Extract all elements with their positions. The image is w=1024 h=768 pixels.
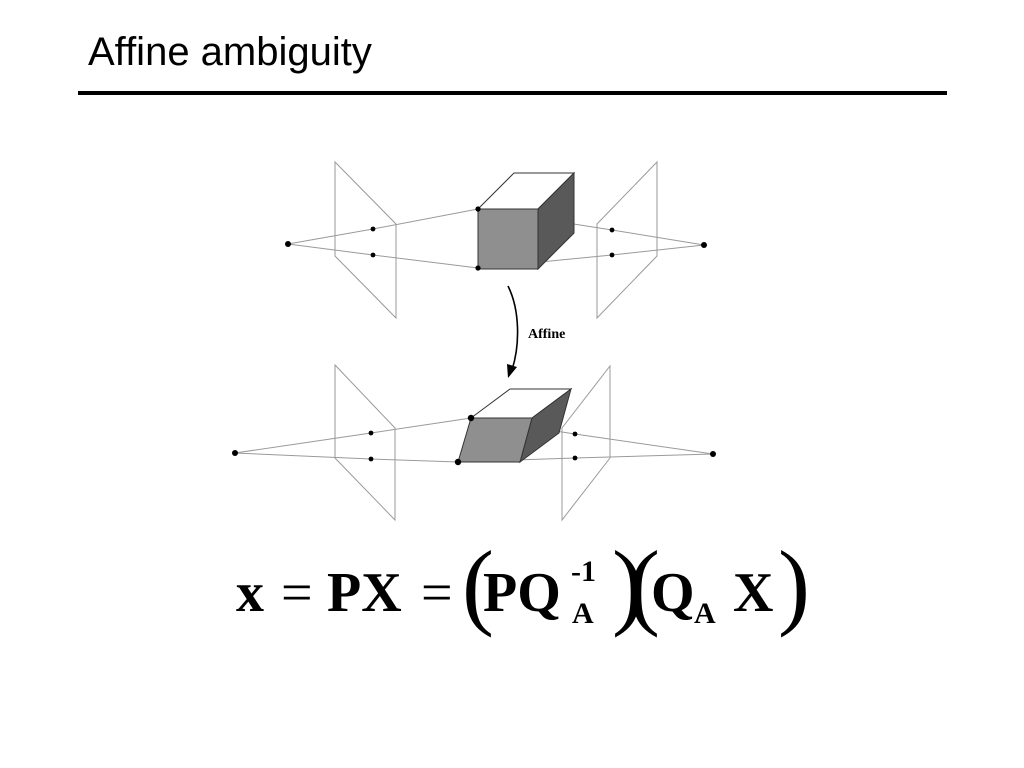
bottom-configuration [232,363,716,522]
equation-lhs: x [236,562,264,624]
equation-subscript-a-2: A [694,597,716,630]
top-cube-vertex [475,206,481,212]
bottom-right-image-plane [561,364,611,522]
top-right-camera-center [701,242,707,248]
top-left-image-plane [334,160,397,320]
affine-arrow: Affine [507,285,565,378]
bottom-left-image-plane [334,363,396,522]
equation: x = PX = ( PQ -1 A ) ( Q A X ) [236,531,810,638]
bottom-left-camera-center [232,450,238,456]
top-left-image-point [370,226,376,232]
bottom-left-image-point [368,456,374,462]
top-right-image-point [609,227,615,233]
top-right-image-point [609,252,615,258]
bottom-solid-front-face [457,417,533,463]
arrow-head-icon [507,364,517,378]
bottom-left-rays [234,417,472,463]
equation-paren-close-2: ) [778,531,810,638]
equation-pq: PQ [483,562,561,624]
title-underline [78,91,947,95]
bottom-solid-vertex [454,458,462,466]
top-left-image-point [370,252,376,258]
equation-paren-open-2: ( [628,531,660,638]
equation-px: PX [327,562,402,624]
top-configuration [285,160,707,320]
bottom-points [232,414,716,466]
bottom-parallelepiped [457,387,573,464]
bottom-right-image-point [572,455,578,461]
equation-exponent: -1 [571,555,596,588]
top-points [285,206,707,271]
slide-title: Affine ambiguity [88,30,372,74]
top-cube-vertex [475,265,481,271]
top-left-rays [287,208,479,269]
equation-x: X [733,562,773,624]
top-cube-front-face [477,208,539,270]
equation-paren-open-1: ( [462,531,494,638]
bottom-right-camera-center [710,451,716,457]
equation-q: Q [651,562,695,624]
bottom-right-image-point [572,431,578,437]
bottom-solid-vertex [467,414,475,422]
top-cube [476,171,576,271]
top-left-camera-center [285,241,291,247]
top-right-image-plane [596,160,658,320]
affine-arrow-label: Affine [528,327,565,342]
bottom-left-image-point [368,430,374,436]
equation-equals-2: = [421,562,453,624]
equation-equals-1: = [281,562,313,624]
equation-subscript-a-1: A [572,597,594,630]
equation-paren-close-1: ) [612,531,644,638]
